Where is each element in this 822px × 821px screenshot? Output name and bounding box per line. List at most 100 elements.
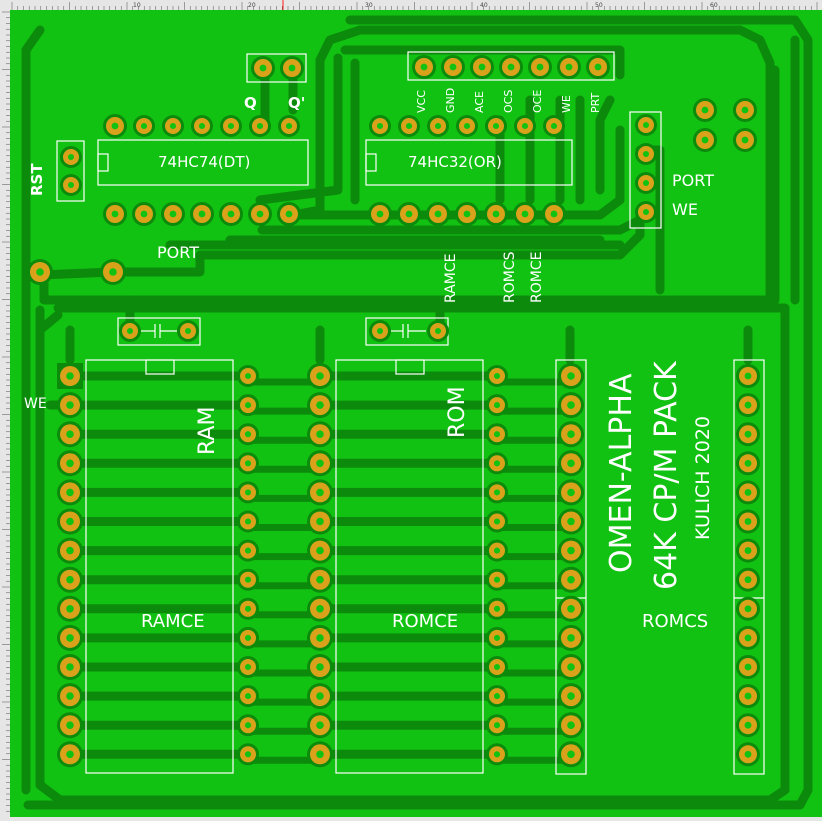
pad-hole (316, 634, 324, 642)
header-pin-pad (586, 55, 610, 79)
pad-hole (244, 693, 252, 700)
pad-hole (642, 208, 650, 216)
pad-hole (66, 634, 74, 642)
rom-pin-pad (307, 537, 333, 564)
pad-hole (493, 489, 501, 496)
pad-hole (288, 64, 296, 72)
header-mid-pad (558, 508, 584, 535)
ram-pin-pad (237, 656, 259, 678)
pad-hole (550, 210, 558, 218)
header-pin-label: OCE (531, 90, 544, 113)
jumper-pad (27, 259, 53, 285)
pads (27, 55, 760, 768)
cap-pad (177, 320, 199, 342)
pad-hole (434, 210, 442, 218)
rom-pin-pad (486, 394, 508, 417)
rom-pin-pad (307, 421, 333, 448)
ic-flipflop-pad (161, 202, 185, 226)
rst-jumper-outline (56, 140, 85, 202)
label-q-bar: Q' (288, 94, 305, 112)
header-col-mid-outline (555, 359, 587, 775)
ic-or-pad (513, 202, 537, 226)
pad-hole (493, 634, 501, 641)
rom-pin-pad (486, 510, 508, 533)
mount-pad (733, 98, 757, 122)
pad-hole (701, 136, 709, 144)
ic-or-pad (369, 115, 391, 137)
pad-hole (66, 372, 74, 380)
ic-or-pad (484, 202, 508, 226)
rom-pin-pad (307, 741, 333, 768)
ic-or-pad (455, 202, 479, 226)
pad-hole (744, 401, 752, 409)
header-mid-pad (558, 566, 584, 593)
label-port-left: PORT (157, 243, 199, 262)
pad-hole (536, 63, 544, 71)
title-line-2: 64K CP/M PACK (649, 360, 684, 590)
port-we-pad (635, 172, 657, 194)
ic-flipflop-pad (191, 115, 213, 137)
rom-pin-pad (486, 714, 508, 737)
header-pin-label: VCC (415, 90, 428, 113)
pad-hole (744, 750, 752, 758)
rom-pin-pad (486, 452, 508, 475)
header-pin-label: ACE (473, 91, 486, 113)
ram-pin-pad (237, 394, 259, 417)
header-mid-pad (558, 683, 584, 710)
ram-pin-pad (237, 510, 259, 533)
ruler-ticks (2, 2, 818, 812)
pad-hole (376, 122, 384, 130)
header-pins-outline (407, 51, 615, 81)
cap-pad (119, 320, 141, 342)
pad-hole (567, 692, 575, 700)
pad-hole (244, 518, 252, 525)
header-mid-pad (558, 421, 584, 448)
header-pin-pad (499, 55, 523, 79)
mount-pad (733, 128, 757, 152)
header-right-pad (736, 364, 760, 388)
pad-hole (67, 153, 75, 161)
header-right-pad (736, 596, 760, 621)
header-right-pad (736, 625, 760, 650)
label-romcs-vertical: ROMCS (502, 251, 518, 303)
pad-hole (256, 210, 264, 218)
pad-hole (478, 63, 486, 71)
pad-hole (316, 663, 324, 671)
pad-hole (244, 663, 252, 671)
label-we-left: WE (24, 396, 47, 412)
pad-hole (376, 210, 384, 218)
ic-flipflop-pad (220, 115, 242, 137)
label-romce-bottom: ROMCE (392, 611, 458, 632)
ic-or-pad (398, 115, 420, 137)
pad-hole (567, 663, 575, 671)
pad-hole (567, 517, 575, 526)
header-right-pad (736, 684, 760, 709)
ram-pin-pad (57, 363, 83, 389)
cap-pad (369, 320, 391, 342)
ic-flipflop-pad (277, 202, 301, 226)
rom-pin-pad (307, 712, 333, 739)
ram-pin-pad (57, 566, 83, 593)
ic-flipflop-pad (248, 202, 272, 226)
ram-socket-notch (145, 359, 175, 375)
pad-hole (67, 181, 75, 189)
rom-pin-pad (486, 423, 508, 446)
pad-hole (741, 136, 749, 144)
header-pin-pad (412, 55, 436, 79)
pad-hole (741, 106, 749, 114)
ram-pin-pad (57, 654, 83, 680)
ram-pin-pad (57, 683, 83, 710)
pad-hole (567, 546, 575, 555)
header-mid-pad (558, 624, 584, 651)
pad-hole (227, 122, 235, 130)
ic-flipflop-pad (103, 202, 127, 226)
ic-flipflop-notch (97, 153, 109, 172)
ic-or-pad (456, 115, 478, 137)
pad-hole (701, 106, 709, 114)
pad-hole (316, 459, 324, 468)
pad-hole (198, 122, 206, 130)
pad-hole (434, 122, 442, 130)
pad-hole (256, 122, 264, 130)
header-mid-pad (558, 363, 584, 389)
pad-hole (507, 63, 515, 71)
